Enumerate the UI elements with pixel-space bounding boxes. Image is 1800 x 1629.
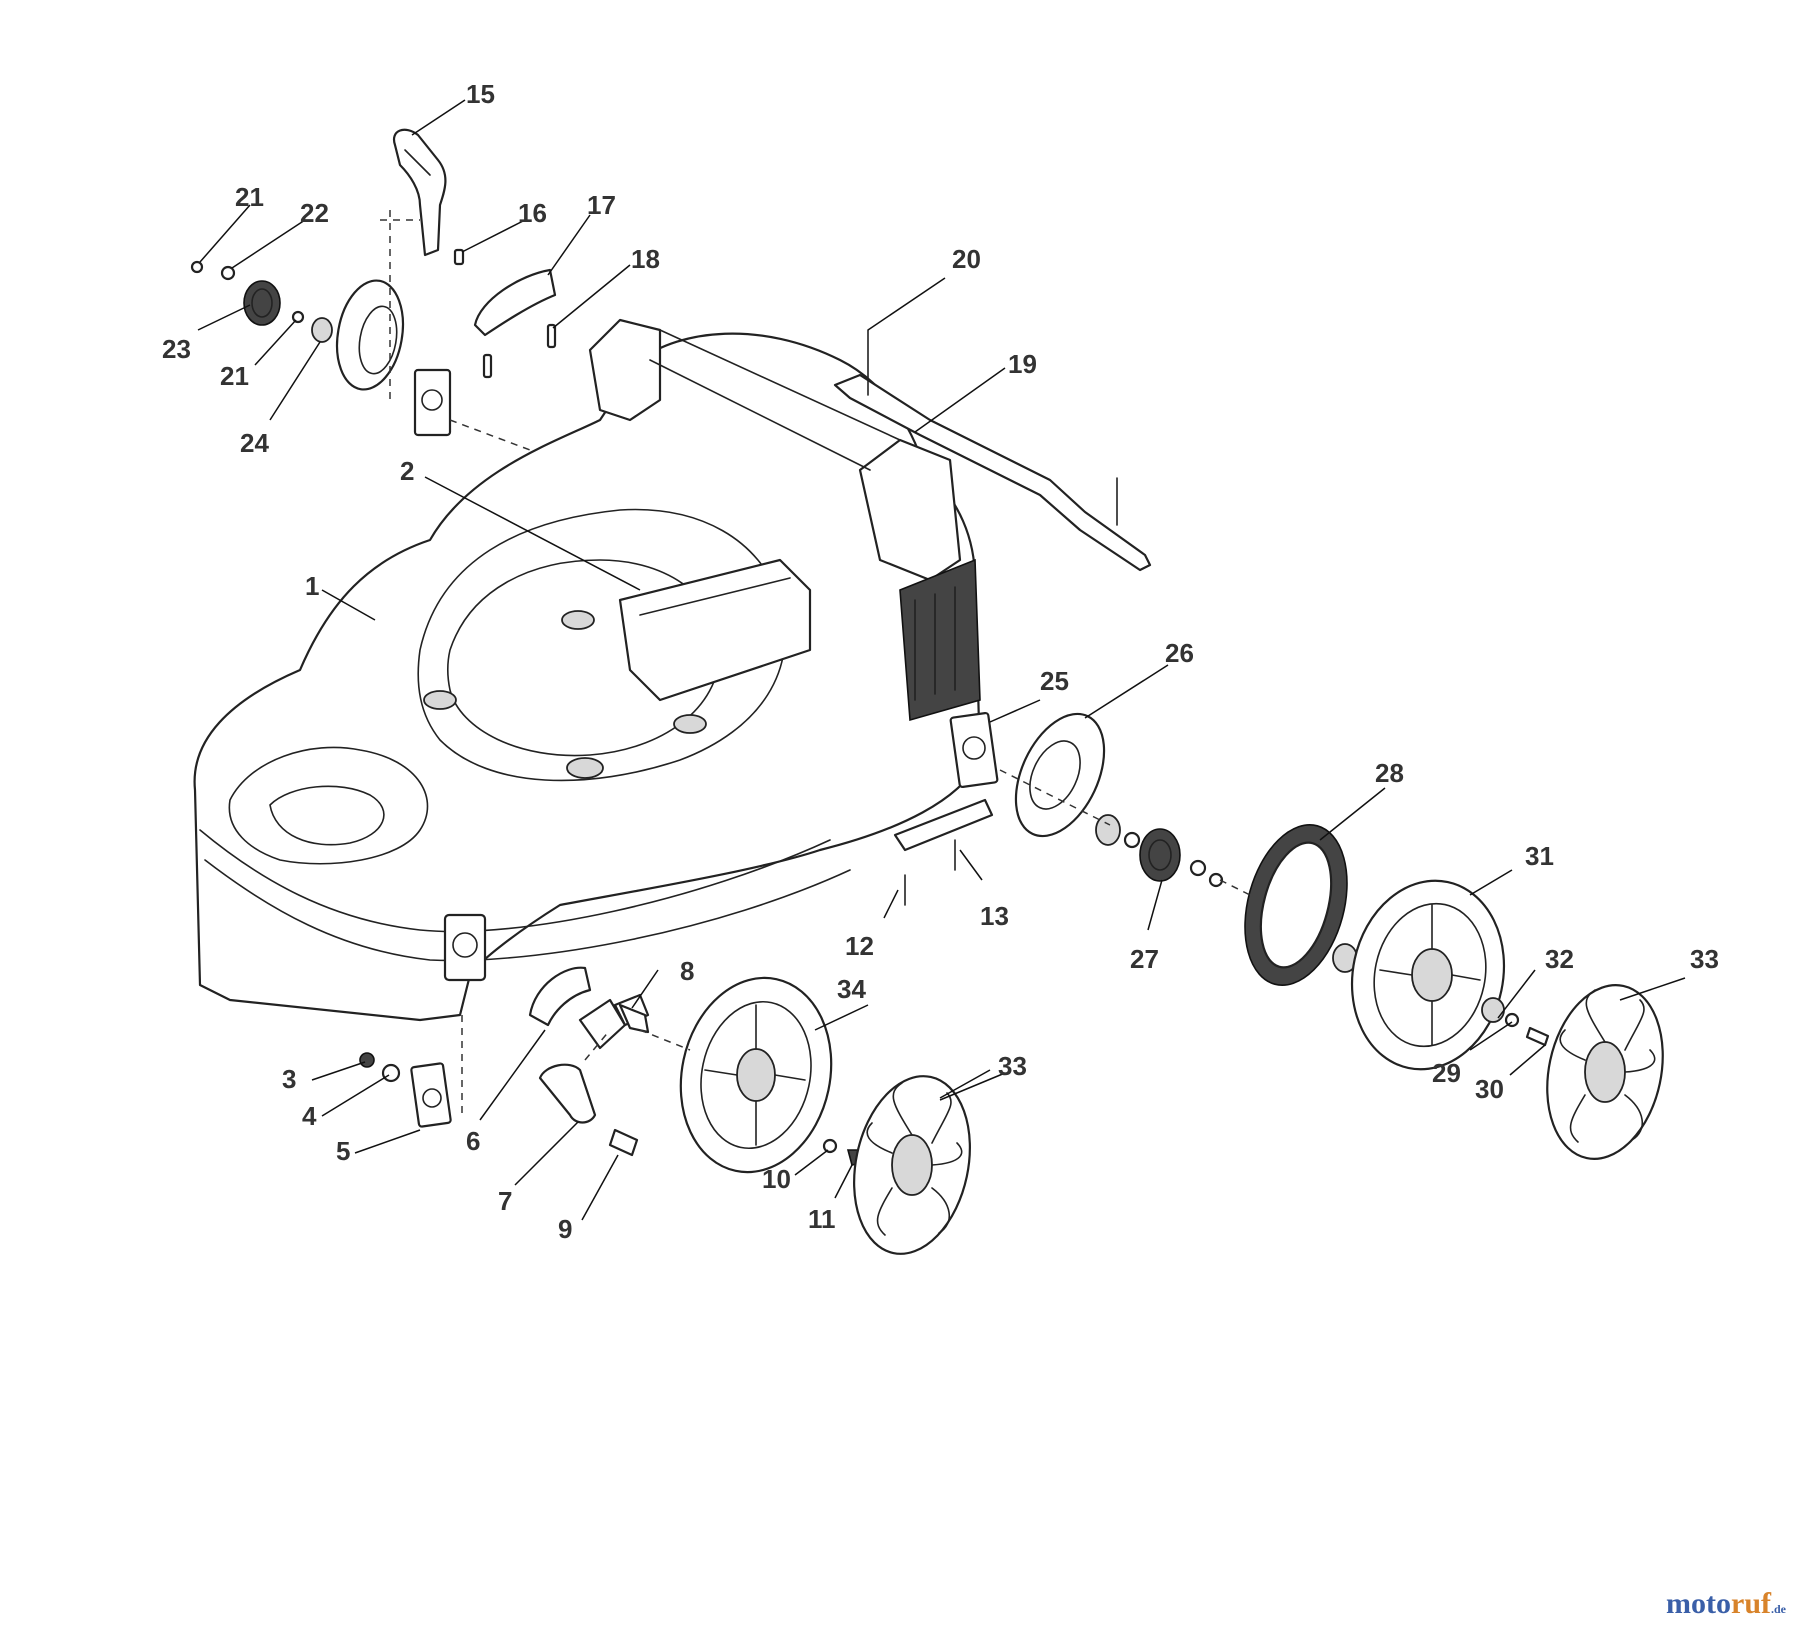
- callout-13: 13: [980, 901, 1009, 931]
- drive-gear-27: [1139, 828, 1181, 882]
- height-adjust-bracket: [528, 966, 592, 1027]
- callout-26: 26: [1165, 638, 1194, 668]
- callout-24: 24: [240, 428, 269, 458]
- callout-15: 15: [466, 79, 495, 109]
- callout-3: 3: [282, 1064, 296, 1094]
- callout-7: 7: [498, 1186, 512, 1216]
- callout-9: 9: [558, 1214, 572, 1244]
- front-hinge-plate: [410, 1062, 452, 1128]
- lever-cover: [473, 268, 557, 337]
- watermark-logo: motoruf.de: [1666, 1587, 1786, 1621]
- callout-labels: 15 21 22 16 17 18 20 19 23 21 24 2 1 26 …: [162, 79, 1719, 1244]
- front-wheel-group: [359, 966, 971, 1255]
- callout-29: 29: [1432, 1058, 1461, 1088]
- callout-23: 23: [162, 334, 191, 364]
- callout-6: 6: [466, 1126, 480, 1156]
- callout-16: 16: [518, 198, 547, 228]
- rear-axle-group: [833, 329, 1152, 572]
- callout-30: 30: [1475, 1074, 1504, 1104]
- callout-17: 17: [587, 190, 616, 220]
- leader-lines: [197, 99, 1686, 1221]
- callout-8: 8: [680, 956, 694, 986]
- callout-2: 2: [400, 456, 414, 486]
- callout-25: 25: [1040, 666, 1069, 696]
- callout-11: 11: [808, 1204, 836, 1234]
- wheel-bracket-disc: [335, 279, 405, 391]
- callout-19: 19: [1008, 349, 1037, 379]
- callout-22: 22: [300, 198, 329, 228]
- callout-10: 10: [762, 1164, 791, 1194]
- mower-deck-housing: [193, 318, 982, 1022]
- callout-4: 4: [302, 1101, 317, 1131]
- callout-31: 31: [1525, 841, 1554, 871]
- callout-33-front: 33: [998, 1051, 1027, 1081]
- callout-27: 27: [1130, 944, 1159, 974]
- callout-28: 28: [1375, 758, 1404, 788]
- callout-33-right: 33: [1690, 944, 1719, 974]
- lever-handle: [392, 128, 447, 257]
- motor-cover: [618, 558, 812, 702]
- callout-21-top: 21: [235, 182, 264, 212]
- watermark-part1: moto: [1666, 1587, 1731, 1620]
- axle-spindle: [618, 1003, 650, 1034]
- callout-34: 34: [837, 974, 866, 1004]
- height-adjust-lever-group: [190, 128, 557, 451]
- right-rear-wheel-group: [893, 711, 1664, 1160]
- watermark-part2: ruf: [1731, 1587, 1771, 1620]
- callout-21-bottom: 21: [220, 361, 249, 391]
- callout-32: 32: [1545, 944, 1574, 974]
- bracket-7: [538, 1063, 597, 1124]
- callout-20: 20: [952, 244, 981, 274]
- callout-12: 12: [845, 931, 874, 961]
- callout-18: 18: [631, 244, 660, 274]
- callout-5: 5: [336, 1136, 350, 1166]
- gear-23: [243, 280, 281, 326]
- watermark-part3: .de: [1771, 1602, 1786, 1616]
- callout-1: 1: [305, 571, 319, 601]
- rear-axle-rod: [833, 373, 1152, 572]
